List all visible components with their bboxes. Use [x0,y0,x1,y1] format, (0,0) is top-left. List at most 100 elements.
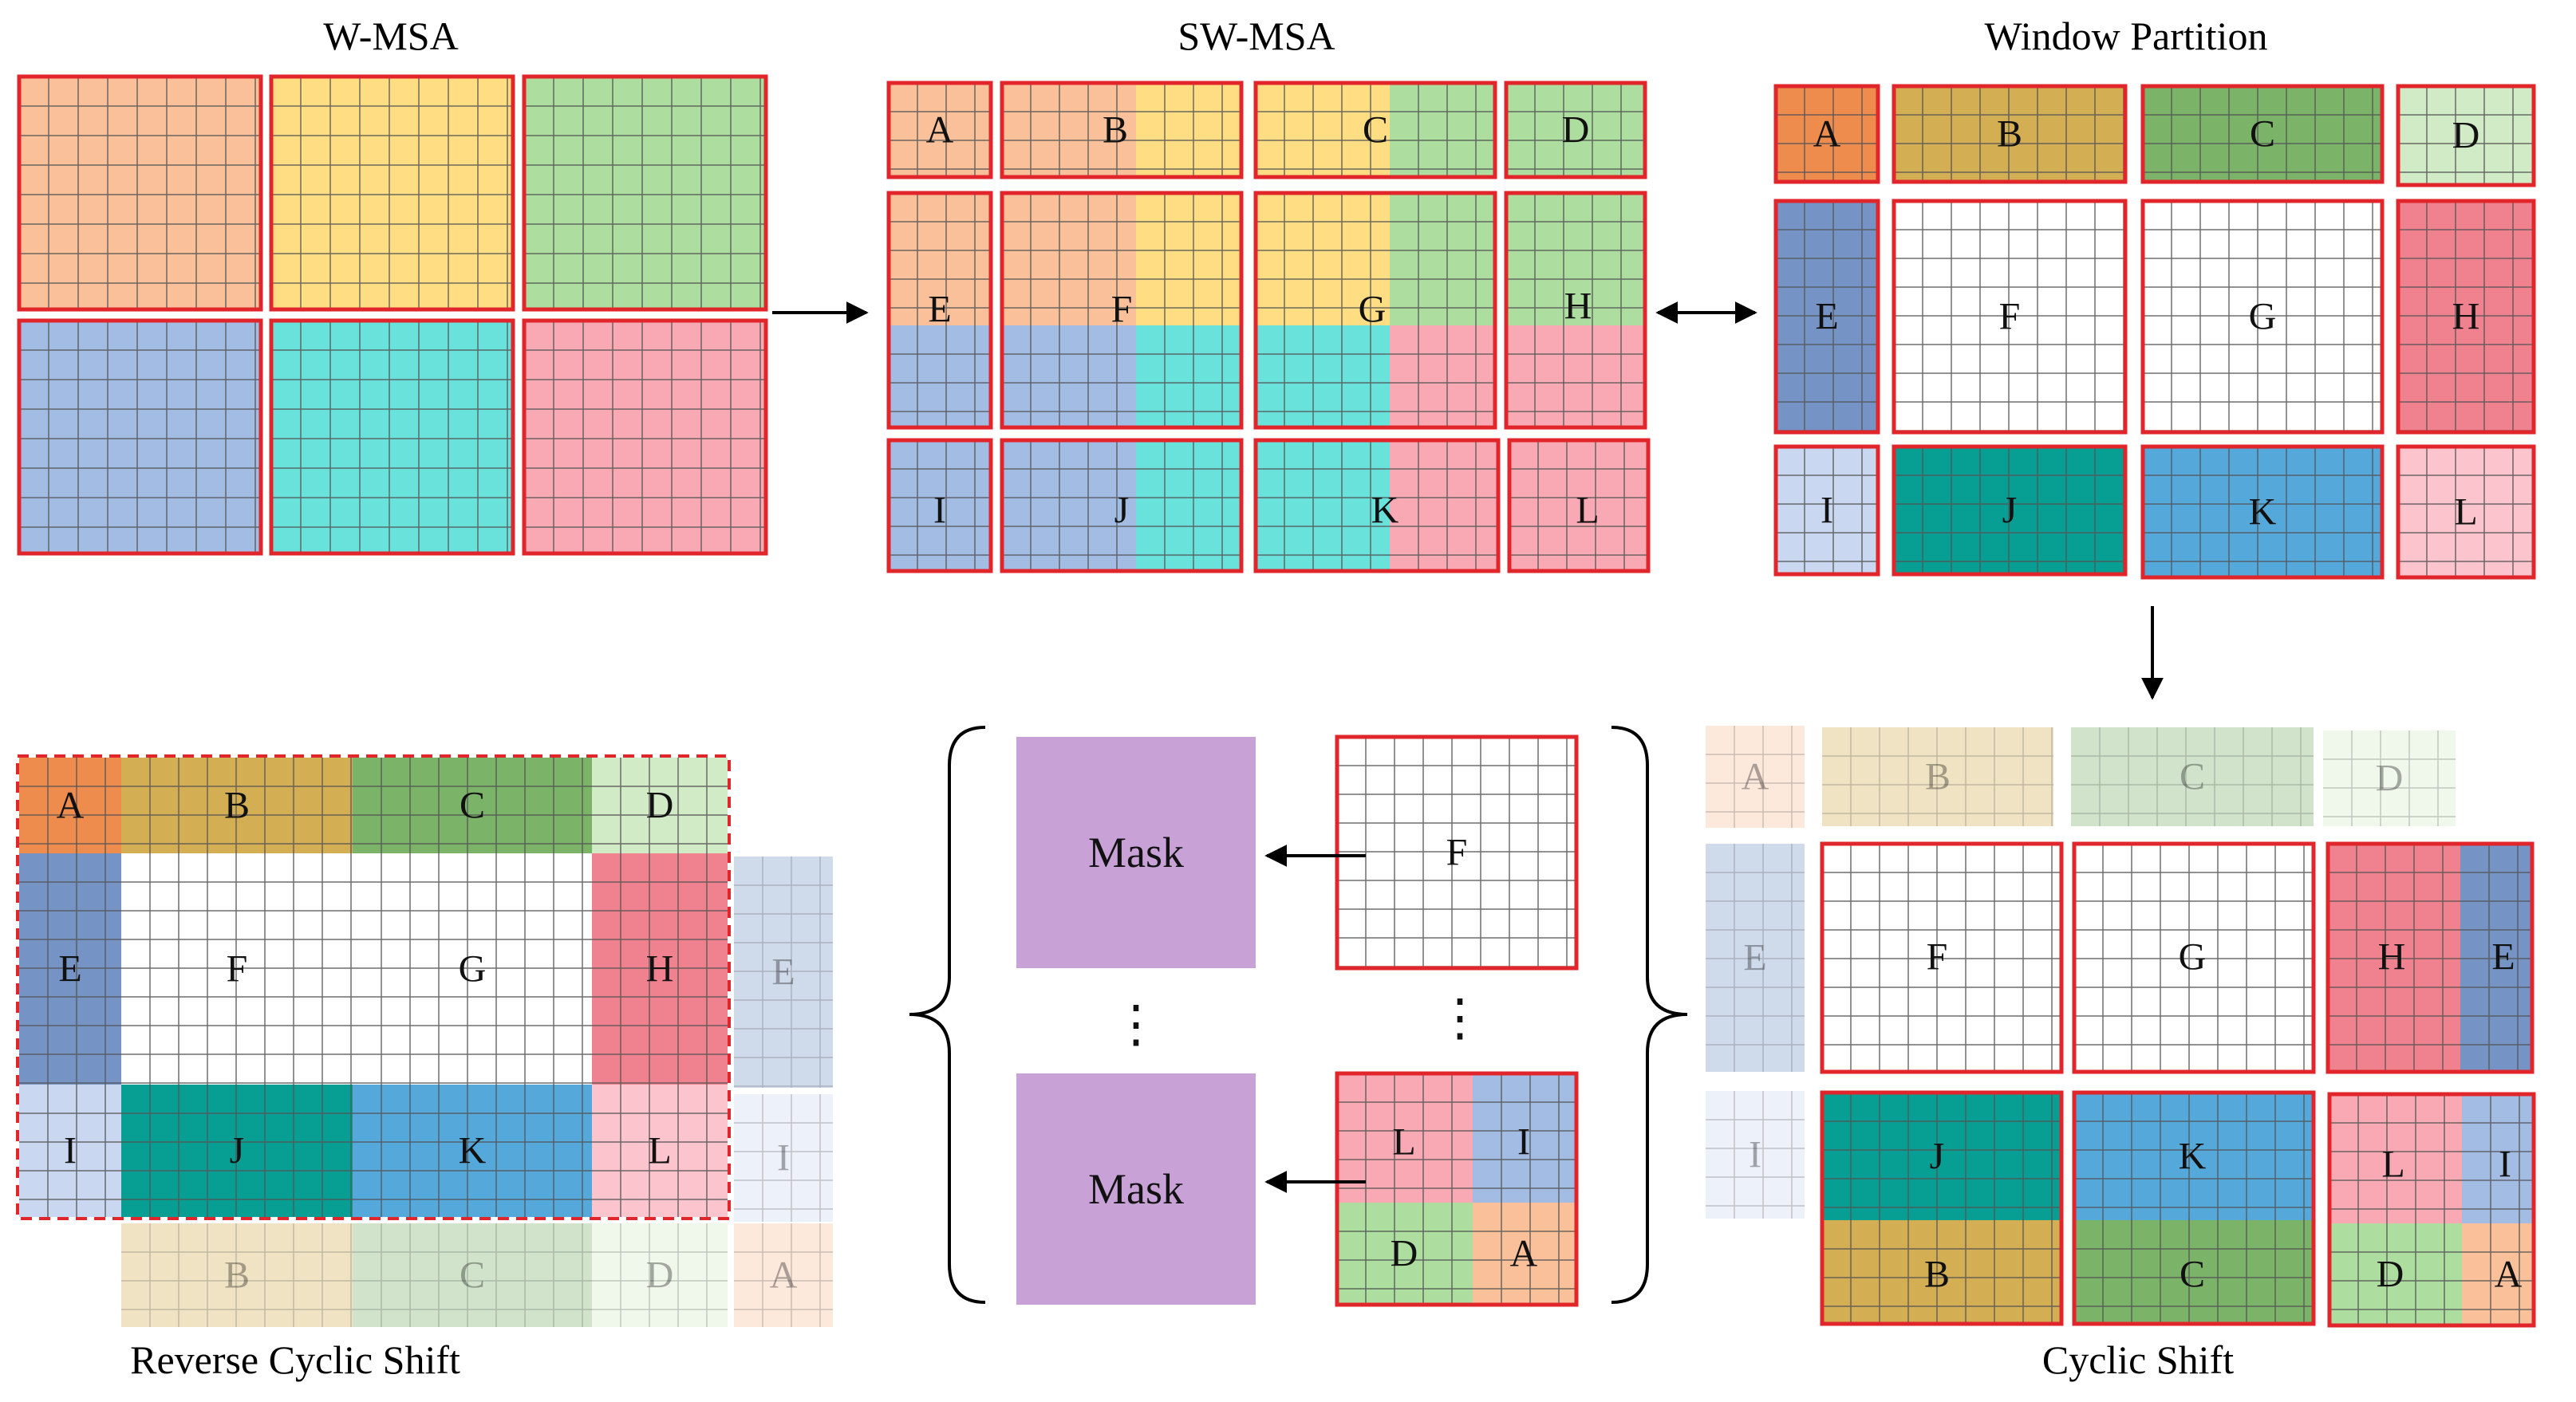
patch-cell [1894,86,2125,182]
region-label: I [1749,1134,1761,1176]
grid-lines [1506,193,1645,325]
region-label: A [1510,1233,1538,1275]
patch-cell [19,758,121,853]
region-label: E [58,948,81,990]
region-label: G [459,948,487,990]
region-label: I [2499,1144,2511,1186]
window-border [2327,1092,2536,1328]
region-label: C [2180,756,2205,798]
region-label: L [648,1130,671,1172]
patch-cell [2329,1223,2462,1325]
grid-lines [1473,1203,1576,1305]
region-label: E [1815,296,1838,338]
patch-cell [1776,201,1878,432]
window-border [269,318,515,556]
grid-lines [2329,1094,2462,1223]
grid-lines [734,1094,833,1222]
window-border [2072,1090,2316,1326]
patch-cell [592,1223,728,1327]
patch-cell [121,853,353,1085]
region-label: C [2250,113,2275,156]
grid-lines [19,853,121,1085]
patch-cell [2328,844,2460,1072]
region-label: ⋮ [1434,990,1485,1046]
region-label: L [2454,491,2477,534]
grid-lines [1390,325,1495,427]
right-brace [1611,726,1688,1304]
grid-lines [1136,325,1241,427]
region-label: J [230,1130,245,1172]
region-label: C [2180,1254,2205,1296]
patch-cell [1337,1203,1473,1305]
grid-lines [1256,325,1390,427]
patch-cell [2329,1094,2462,1223]
patch-cell [1509,440,1648,571]
patch-cell [2143,201,2382,432]
patch-cell [1390,325,1495,427]
grid-lines [2074,844,2314,1072]
patch-cell [1894,447,2125,574]
window-border [17,318,263,556]
grid-lines [1002,440,1136,571]
patch-cell [1822,1093,2061,1220]
patch-cell [1002,83,1136,177]
grid-lines [353,853,592,1085]
patch-cell [1706,844,1805,1072]
grid-lines [1256,193,1390,325]
patch-cell [734,857,833,1088]
grid-lines [1776,86,1878,182]
grid-lines [889,325,991,427]
window-border [16,754,731,1220]
grid-lines [1822,1220,2061,1324]
region-label: I [1517,1121,1530,1164]
patch-cell [353,1223,592,1327]
grid-lines [1390,440,1498,571]
region-label: L [2381,1144,2404,1186]
patch-cell [2460,844,2532,1072]
region-label: I [64,1130,77,1172]
swmsa-title: SW-MSA [1178,14,1335,58]
grid-lines [2398,447,2534,577]
region-label: F [1446,832,1468,874]
grid-lines [1002,325,1136,427]
window-border [522,74,768,312]
grid-lines [592,1223,728,1327]
region-label: E [771,951,795,994]
window-border [2140,444,2385,580]
grid-lines [889,83,991,177]
patch-cell [889,440,991,571]
grid-lines [1337,737,1576,968]
window-border [2072,841,2316,1074]
window-border [1773,84,1880,184]
grid-lines [1136,440,1241,571]
grid-lines [1776,447,1878,574]
grid-lines [1822,844,2061,1072]
patch-cell [2143,86,2382,182]
grid-lines [1002,83,1136,177]
window-border [522,318,768,556]
patch-cell [1822,727,2053,826]
grid-lines [121,1223,353,1327]
region-label: J [2002,490,2018,532]
window-border [1773,199,1880,435]
grid-lines [353,758,592,853]
wmsa-title: W-MSA [323,14,458,58]
grid-lines [1822,727,2053,826]
window-border [1892,84,2128,184]
region-label: B [1103,109,1128,152]
grid-lines [2143,447,2382,577]
patch-cell [2398,201,2534,432]
cyclic-shift-title: Cyclic Shift [2042,1337,2234,1382]
patch-cell [592,758,728,853]
patch-cell [1002,193,1136,325]
grid-lines [1390,193,1495,325]
grid-lines [2462,1094,2534,1223]
grid-lines [1337,1203,1473,1305]
region-label: K [2179,1136,2207,1178]
patch-cell [121,1085,353,1217]
patch-cell [1776,447,1878,574]
